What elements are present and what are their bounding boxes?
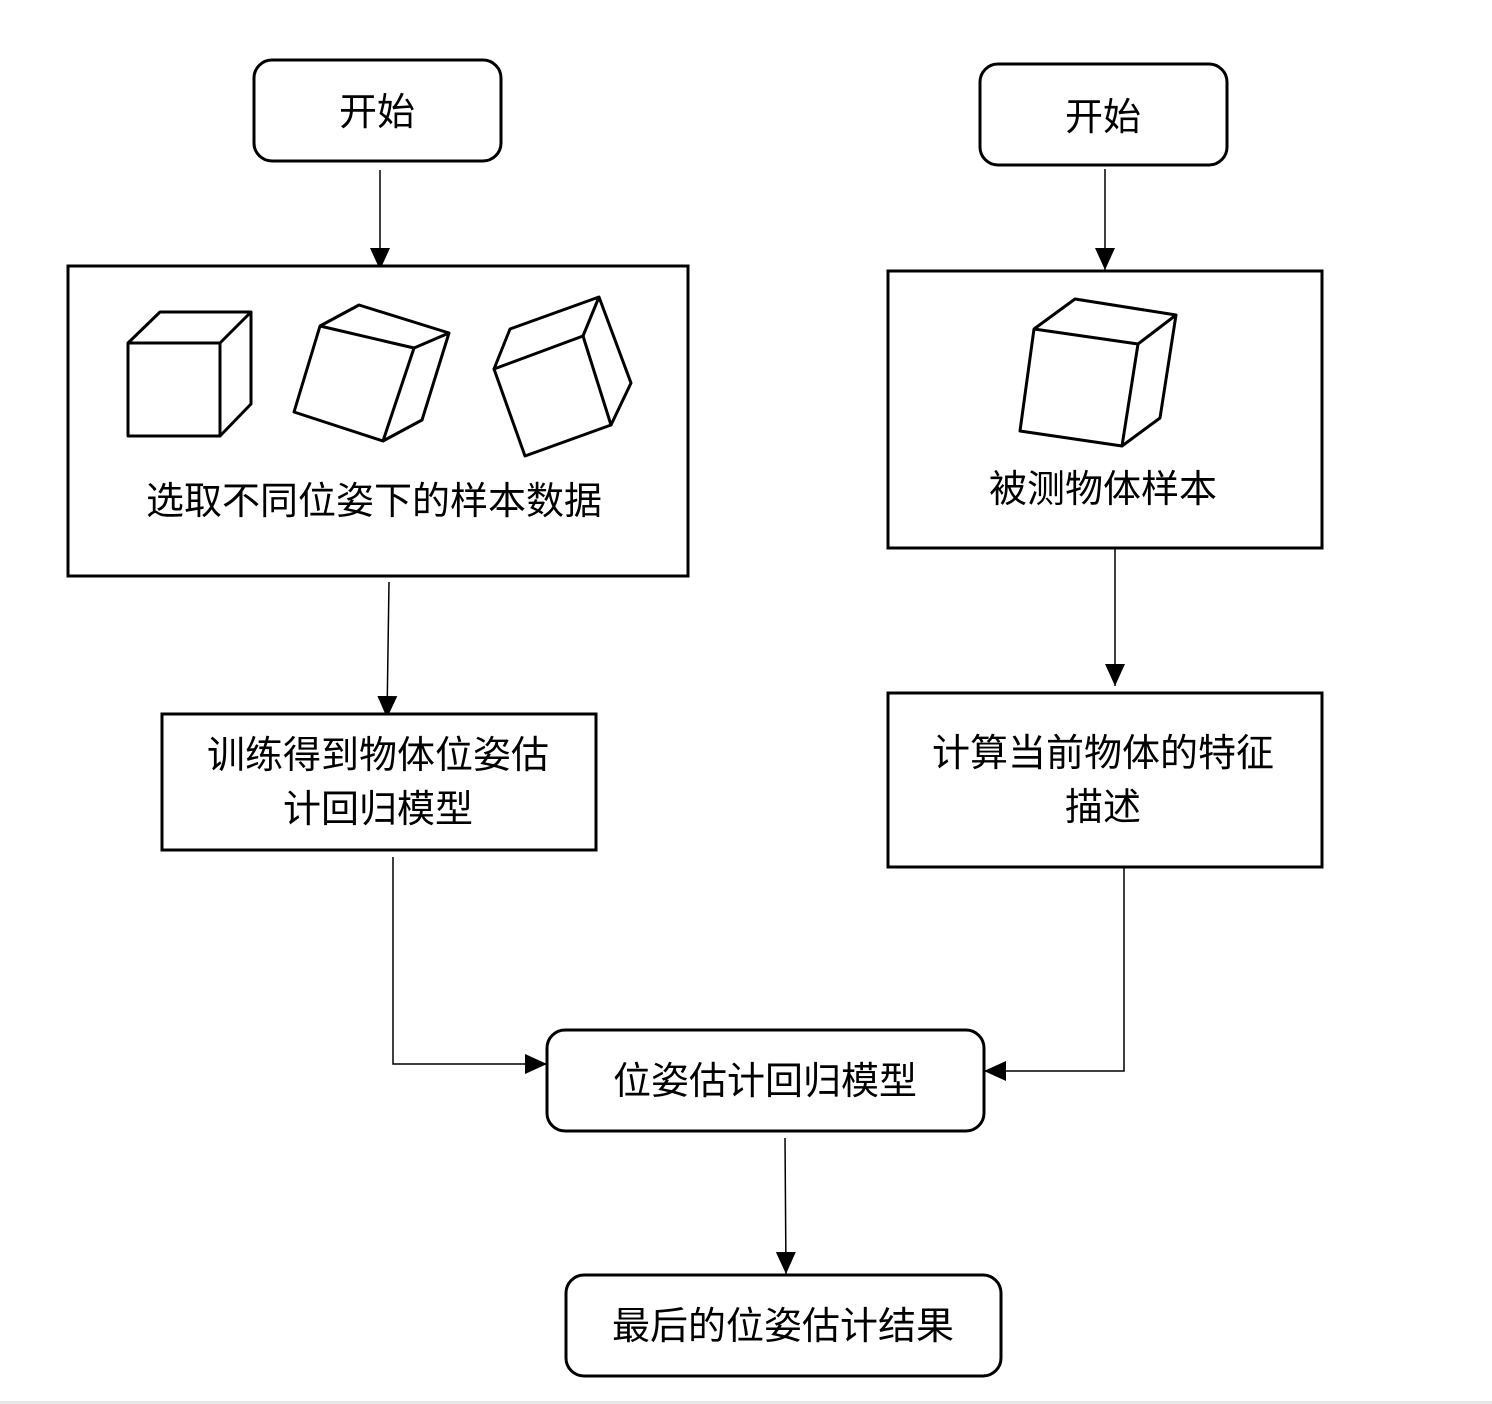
merge-model-node: 位姿估计回归模型	[545, 1028, 986, 1133]
left-start-label: 开始	[339, 90, 415, 134]
samples-label: 选取不同位姿下的样本数据	[146, 479, 602, 523]
right-start-node: 开始	[978, 62, 1229, 167]
object-sample-label: 被测物体样本	[989, 467, 1217, 511]
bottom-divider	[0, 1401, 1492, 1404]
train-model-node: 训练得到物体位姿估 计回归模型	[160, 712, 598, 852]
arrow-train-to-merge	[392, 857, 547, 1074]
result-label: 最后的位姿估计结果	[612, 1304, 954, 1348]
train-model-label-line1: 训练得到物体位姿估	[207, 733, 549, 777]
right-start-label: 开始	[1065, 95, 1141, 139]
cube-icon	[126, 310, 253, 438]
feature-label-line2: 描述	[1065, 785, 1141, 829]
feature-node: 计算当前物体的特征 描述	[886, 691, 1324, 869]
merge-model-label: 位姿估计回归模型	[613, 1059, 917, 1103]
cube-icon	[292, 303, 451, 443]
object-sample-node: 被测物体样本	[886, 269, 1324, 550]
arrow-feature-to-merge	[984, 868, 1125, 1081]
feature-label-line1: 计算当前物体的特征	[932, 731, 1274, 775]
left-start-node: 开始	[252, 58, 503, 163]
arrow-samples-to-train	[377, 581, 398, 719]
cube-icon	[492, 295, 633, 458]
train-model-label-line2: 计回归模型	[283, 787, 473, 831]
result-node: 最后的位姿估计结果	[564, 1273, 1003, 1378]
samples-node: 选取不同位姿下的样本数据	[66, 264, 690, 578]
cube-icon	[1018, 297, 1178, 448]
arrow-merge-to-result	[775, 1137, 796, 1275]
